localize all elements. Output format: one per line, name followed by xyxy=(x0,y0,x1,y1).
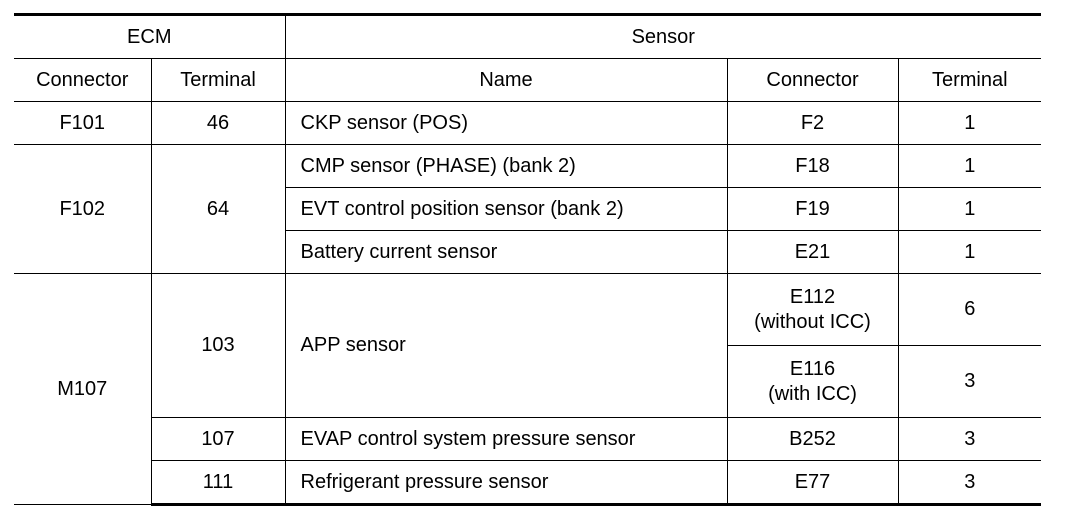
sensor-name-header: Name xyxy=(284,58,728,102)
sensor-name-cell: Refrigerant pressure sensor xyxy=(284,460,728,506)
sensor-name-cell: EVT control position sensor (bank 2) xyxy=(285,187,728,231)
sensor-connector-cell: F19 xyxy=(726,187,899,231)
sensor-terminal-cell: 1 xyxy=(897,187,1042,231)
sensor-group-header: Sensor xyxy=(284,13,1042,59)
table-row: EVT control position sensor (bank 2) F19… xyxy=(14,187,1042,231)
sensor-connector-cell: B252 xyxy=(726,417,899,461)
sensor-terminal-cell: 3 xyxy=(897,460,1042,506)
table-row: F101 46 CKP sensor (POS) F2 1 xyxy=(14,101,1042,145)
table-row: Battery current sensor E21 1 xyxy=(14,230,1042,274)
sensor-terminal-cell: 3 xyxy=(897,345,1042,418)
sensor-terminal-cell: 6 xyxy=(897,273,1042,346)
ecm-terminal-cell: 103 xyxy=(150,273,286,418)
table-row: 111 Refrigerant pressure sensor E77 3 xyxy=(14,460,1042,506)
ecm-terminal-cell: 111 xyxy=(151,460,286,506)
table-row: F102 64 CMP sensor (PHASE) (bank 2) F18 … xyxy=(14,144,1042,274)
table-row: M107 103 APP sensor E112 (without ICC) 6 xyxy=(14,273,1042,505)
connector-note: (with ICC) xyxy=(768,382,857,405)
connector-id: E112 xyxy=(789,285,836,308)
connector-id: E116 xyxy=(789,357,836,380)
group-header-row: ECM Sensor xyxy=(14,13,1042,59)
sensor-terminal-header: Terminal xyxy=(897,58,1042,102)
sensor-connector-header: Connector xyxy=(726,58,899,102)
sensor-connector-cell: E116 (with ICC) xyxy=(727,345,899,418)
table-row: 107 EVAP control system pressure sensor … xyxy=(14,417,1042,461)
ecm-connector-cell: F102 xyxy=(14,144,152,274)
sensor-name-cell: EVAP control system pressure sensor xyxy=(284,417,728,461)
ecm-group-header: ECM xyxy=(14,13,286,59)
ecm-connector-cell: F101 xyxy=(14,101,152,145)
sensor-terminal-cell: 1 xyxy=(897,230,1042,274)
sensor-name-cell: CKP sensor (POS) xyxy=(284,101,728,145)
sensor-connector-cell: E112 (without ICC) xyxy=(726,273,899,346)
sensor-terminal-cell: 1 xyxy=(897,144,1042,188)
sensor-name-cell: APP sensor xyxy=(284,273,728,418)
ecm-terminal-cell: 64 xyxy=(150,144,286,274)
ecm-connector-header: Connector xyxy=(14,58,152,102)
sensor-connector-cell: E21 xyxy=(726,230,899,274)
sensor-terminal-cell: 1 xyxy=(897,101,1042,145)
sensor-connector-cell: E77 xyxy=(726,460,899,506)
ecm-connector-cell: M107 xyxy=(14,273,152,505)
ecm-terminal-cell: 46 xyxy=(150,101,286,145)
ecm-terminal-cell: 107 xyxy=(151,417,286,461)
sensor-connector-cell: F18 xyxy=(726,144,899,188)
connector-note: (without ICC) xyxy=(754,310,871,333)
sensor-connector-cell: F2 xyxy=(726,101,899,145)
sensor-name-cell: Battery current sensor xyxy=(285,230,728,274)
sensor-name-cell: CMP sensor (PHASE) (bank 2) xyxy=(284,144,728,188)
table-row: E116 (with ICC) 3 xyxy=(14,345,1042,418)
ecm-sensor-table: ECM Sensor Connector Terminal Name Conne… xyxy=(14,13,1042,506)
ecm-terminal-header: Terminal xyxy=(150,58,286,102)
sensor-terminal-cell: 3 xyxy=(897,417,1042,461)
column-header-row: Connector Terminal Name Connector Termin… xyxy=(14,58,1042,102)
